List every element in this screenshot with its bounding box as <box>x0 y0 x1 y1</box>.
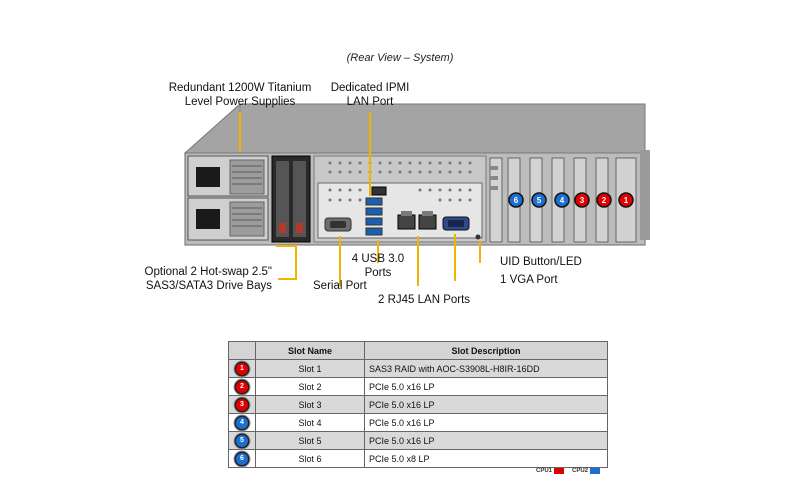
slot-badge-2-label: 2 <box>602 196 607 205</box>
slot-description-cell: PCIe 5.0 x16 LP <box>364 395 608 414</box>
power-supply-units <box>187 155 269 241</box>
uid-callout: UID Button/LED <box>500 256 582 268</box>
psu-callout: Redundant 1200W Titanium Level Power Sup… <box>160 81 320 109</box>
cpu2-legend-swatch <box>590 468 601 474</box>
slot-badge-4: 4 <box>554 192 570 208</box>
slot-name-cell: Slot 5 <box>255 431 365 450</box>
callout-lines <box>239 112 481 286</box>
slot-name-cell: Slot 1 <box>255 359 365 378</box>
drive-callout-bracket <box>276 245 297 280</box>
drive-bays <box>271 155 311 243</box>
ipmi-callout-line2: LAN Port <box>346 96 394 108</box>
drive-callout-line1: Optional 2 Hot-swap 2.5" <box>144 266 272 278</box>
slot-table: Slot Name Slot Description 1 Slot 1 SAS3… <box>228 341 608 468</box>
usb-callout-line1: 4 USB 3.0 <box>351 253 405 265</box>
cpu1-legend: CPU1 <box>536 468 565 474</box>
slot-badge-3-label: 3 <box>580 196 585 205</box>
drive-callout-line2: SAS3/SATA3 Drive Bays <box>145 280 272 292</box>
slot-number-badge: 5 <box>236 435 248 447</box>
slot-table-header: Slot Name Slot Description <box>228 341 608 360</box>
table-row: 2 Slot 2 PCIe 5.0 x16 LP <box>228 377 608 396</box>
serial-callout: Serial Port <box>313 280 367 292</box>
psu-callout-line2: Level Power Supplies <box>184 96 296 108</box>
slot-badge-6: 6 <box>508 192 524 208</box>
header-icon-col <box>228 341 256 360</box>
slot-number-badge: 2 <box>236 381 248 393</box>
vga-callout: 1 VGA Port <box>500 274 558 286</box>
diagram-caption: (Rear View – System) <box>346 52 454 64</box>
usb-callout: 4 USB 3.0 Ports <box>340 252 416 280</box>
ipmi-callout-line1: Dedicated IPMI <box>330 82 410 94</box>
serial-port <box>324 217 352 232</box>
vga-port <box>442 216 470 231</box>
slot-badge-6-label: 6 <box>514 196 519 205</box>
slot-badge-2: 2 <box>596 192 612 208</box>
table-row: 5 Slot 5 PCIe 5.0 x16 LP <box>228 431 608 450</box>
vent-holes <box>328 161 472 202</box>
slot-number-badge: 4 <box>236 417 248 429</box>
cpu1-legend-label: CPU1 <box>536 468 553 474</box>
slot-badge-5-label: 5 <box>537 196 542 205</box>
header-slot-name: Slot Name <box>255 341 365 360</box>
slot-badge-1: 1 <box>618 192 634 208</box>
table-row: 6 Slot 6 PCIe 5.0 x8 LP <box>228 449 608 468</box>
slot-name-cell: Slot 2 <box>255 377 365 396</box>
psu-callout-line1: Redundant 1200W Titanium <box>168 82 312 94</box>
rear-view-diagram: 6 5 4 3 2 1 <box>183 103 650 286</box>
header-slot-description: Slot Description <box>364 341 608 360</box>
slot-description-cell: PCIe 5.0 x16 LP <box>364 413 608 432</box>
slot-name-cell: Slot 4 <box>255 413 365 432</box>
slot-badge-5: 5 <box>531 192 547 208</box>
ipmi-callout: Dedicated IPMI LAN Port <box>316 81 424 109</box>
cpu2-legend-label: CPU2 <box>572 468 589 474</box>
usb-ports <box>365 197 383 236</box>
uid-button <box>475 234 481 240</box>
rj45-lan-ports <box>397 211 437 230</box>
slot-badge-1-label: 1 <box>624 196 629 205</box>
slot-description-cell: SAS3 RAID with AOC-S3908L-H8IR-16DD <box>364 359 608 378</box>
slot-description-cell: PCIe 5.0 x16 LP <box>364 377 608 396</box>
slot-number-badge: 6 <box>236 453 248 465</box>
slot-name-cell: Slot 6 <box>255 449 365 468</box>
table-row: 4 Slot 4 PCIe 5.0 x16 LP <box>228 413 608 432</box>
slot-number-badge: 3 <box>236 399 248 411</box>
slot-badge-3: 3 <box>574 192 590 208</box>
slot-name-cell: Slot 3 <box>255 395 365 414</box>
slot-description-cell: PCIe 5.0 x16 LP <box>364 431 608 450</box>
drive-bay-callout: Optional 2 Hot-swap 2.5" SAS3/SATA3 Driv… <box>120 265 272 293</box>
usb-callout-line2: Ports <box>364 267 392 279</box>
table-row: 3 Slot 3 PCIe 5.0 x16 LP <box>228 395 608 414</box>
table-row: 1 Slot 1 SAS3 RAID with AOC-S3908L-H8IR-… <box>228 359 608 378</box>
slot-badge-4-label: 4 <box>560 196 565 205</box>
cpu2-legend: CPU2 <box>572 468 601 474</box>
slot-number-badge: 1 <box>236 363 248 375</box>
rj45-callout: 2 RJ45 LAN Ports <box>378 294 471 306</box>
cpu1-legend-swatch <box>554 468 565 474</box>
slot-description-cell: PCIe 5.0 x8 LP <box>364 449 608 468</box>
ipmi-lan-port <box>371 186 387 196</box>
